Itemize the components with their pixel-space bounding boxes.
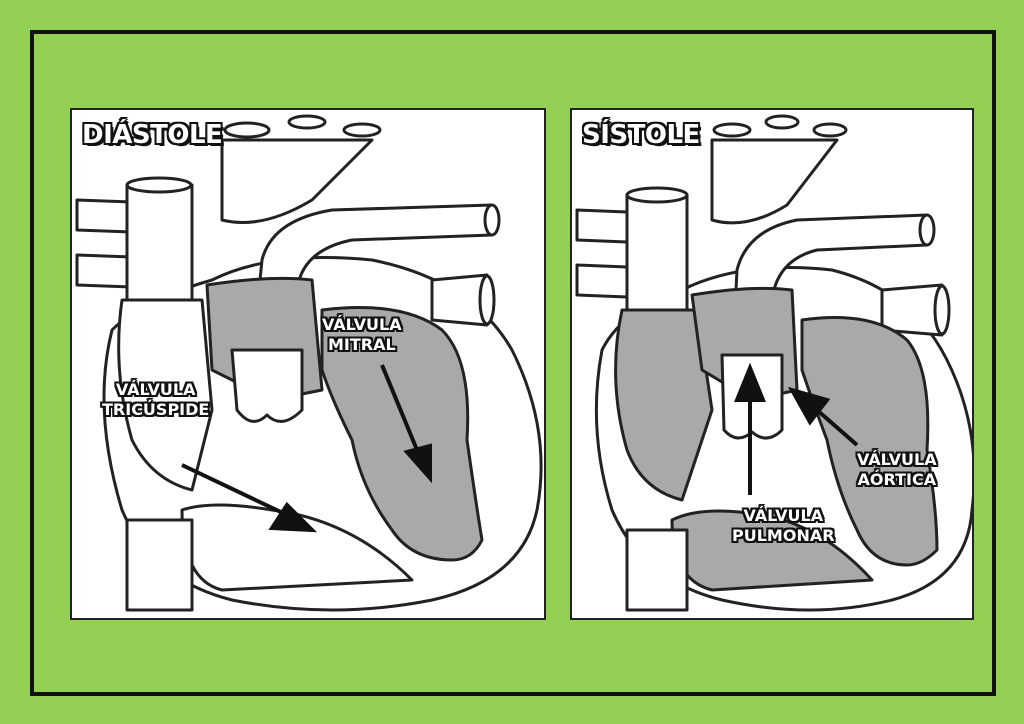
label-tricuspid-line2: TRICÚSPIDE [102, 400, 210, 419]
label-aortica-line2: AÓRTICA [857, 470, 937, 489]
label-pulmonar-line1: VÁLVULA [743, 506, 824, 525]
pulmonary-vein-left-upper [75, 198, 134, 234]
left-ventricle [320, 306, 484, 562]
label-valvula-aortica: VÁLVULA AÓRTICA [857, 450, 937, 490]
pulmonary-vein-right [880, 283, 944, 337]
diastole-title: DIÁSTOLE [82, 120, 223, 150]
arrow-aortica-line [815, 408, 859, 447]
label-aortica-line1: VÁLVULA [857, 450, 937, 469]
diastole-panel: DIÁSTOLE VÁLVULA TRICÚSPIDE VÁLVULA MITR… [70, 108, 546, 620]
sistole-title: SÍSTOLE [582, 120, 700, 150]
arrow-aortica-head [787, 386, 831, 426]
superior-vena-cava [125, 183, 194, 302]
arrow-mitral-head [403, 443, 432, 484]
aorta [220, 138, 374, 224]
arrow-pulmonar-head [734, 362, 766, 402]
label-mitral-line2: MITRAL [327, 335, 396, 354]
label-mitral-line1: VÁLVULA [322, 315, 402, 334]
green-frame: DIÁSTOLE VÁLVULA TRICÚSPIDE VÁLVULA MITR… [30, 30, 996, 696]
sistole-heart-diagram [575, 114, 972, 612]
diastole-heart-diagram [75, 114, 543, 612]
label-valvula-pulmonar: VÁLVULA PULMONAR [732, 506, 835, 546]
inferior-vena-cava [125, 518, 194, 612]
label-pulmonar-line2: PULMONAR [732, 526, 835, 545]
arrow-mitral-line [380, 364, 419, 451]
left-ventricle [800, 316, 939, 567]
label-valvula-tricuspide: VÁLVULA TRICÚSPIDE [102, 380, 209, 420]
pulmonary-vein-left-lower [75, 253, 134, 289]
aorta [710, 138, 839, 225]
label-tricuspid-line1: VÁLVULA [115, 380, 196, 399]
label-valvula-mitral: VÁLVULA MITRAL [322, 315, 402, 355]
right-atrium [614, 308, 714, 502]
valve-box [230, 348, 304, 423]
pulmonary-vein-left-upper [575, 208, 629, 244]
arrow-tricuspid-head [268, 501, 318, 533]
right-atrium [117, 298, 214, 492]
pulmonary-vein-left-lower [575, 263, 629, 299]
superior-vena-cava [625, 193, 689, 312]
sistole-panel: SÍSTOLE VÁLVULA PULMONAR VÁLVULA AÓRTICA [570, 108, 974, 620]
inferior-vena-cava [625, 528, 689, 612]
arrow-tricuspid-line [181, 463, 288, 517]
